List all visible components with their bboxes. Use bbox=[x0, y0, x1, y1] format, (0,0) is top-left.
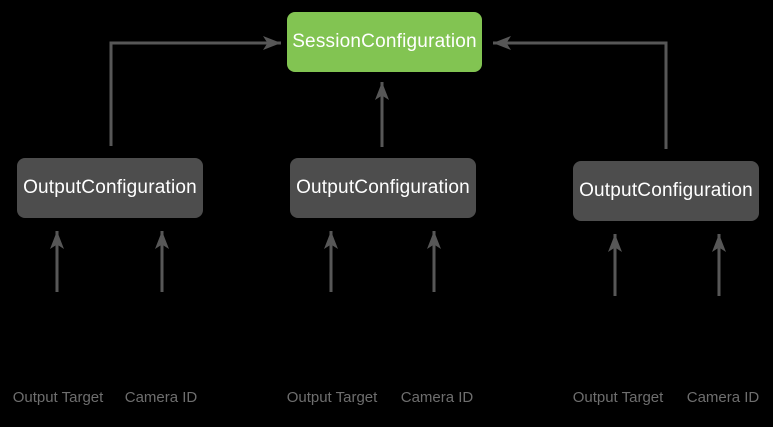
session-configuration-label: SessionConfiguration bbox=[292, 31, 477, 52]
camera-id-label-3: Camera ID bbox=[686, 389, 760, 406]
output-target-label-3: Output Target bbox=[572, 389, 664, 406]
output-target-label-2: Output Target bbox=[286, 389, 378, 406]
output-configuration-label: OutputConfiguration bbox=[23, 177, 197, 198]
output-configuration-label: OutputConfiguration bbox=[579, 180, 753, 201]
output-target-label-1: Output Target bbox=[12, 389, 104, 406]
session-configuration-box: SessionConfiguration bbox=[287, 12, 482, 72]
output-configuration-label: OutputConfiguration bbox=[296, 177, 470, 198]
camera-id-label-1: Camera ID bbox=[124, 389, 198, 406]
arrow-output1-to-session bbox=[109, 36, 281, 146]
output-configuration-box-1: OutputConfiguration bbox=[17, 158, 203, 218]
output-configuration-box-2: OutputConfiguration bbox=[290, 158, 476, 218]
output-configuration-box-3: OutputConfiguration bbox=[573, 161, 759, 221]
arrow-output3-to-session bbox=[493, 36, 668, 149]
camera-id-label-2: Camera ID bbox=[400, 389, 474, 406]
